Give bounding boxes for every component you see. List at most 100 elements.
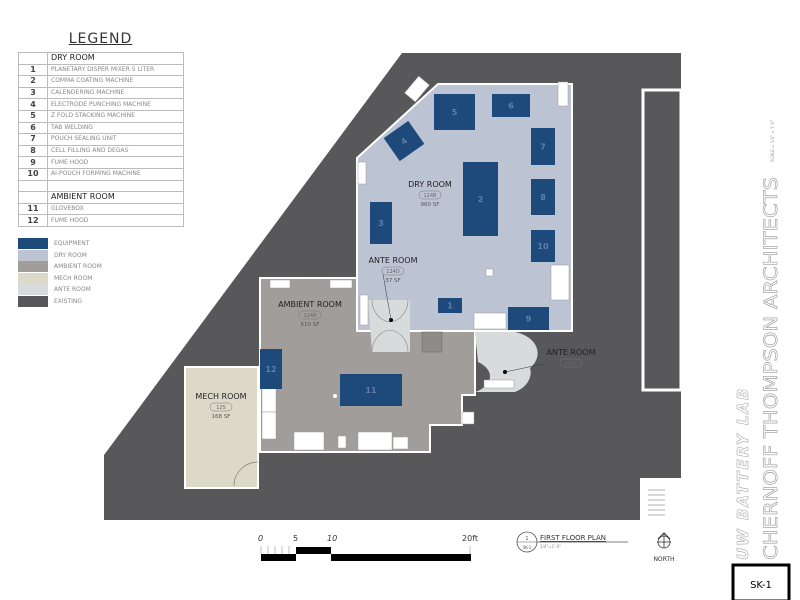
equipment-number: 1: [447, 302, 453, 311]
mech-door-swing: [233, 461, 259, 487]
equipment-11: 11: [340, 374, 402, 406]
equipment-9: 9: [508, 307, 549, 330]
color-swatch: [18, 272, 48, 284]
drawing-title-text: FIRST FLOOR PLAN: [540, 534, 606, 542]
scale-tick-0: 0: [258, 534, 263, 543]
equipment-box: [370, 202, 392, 244]
fixtures: [261, 75, 570, 451]
legend-number: 12: [18, 214, 48, 227]
room-label-ante_d: ANTE ROOM 124D 37 SF: [369, 256, 418, 284]
mech-room: [184, 366, 259, 489]
sheet-number: SK-1: [750, 580, 772, 591]
existing-corridor-frame: [641, 88, 683, 392]
room-number: 124C: [564, 361, 578, 367]
equipment-number: 7: [540, 143, 546, 152]
room-label-mech: MECH ROOM 125 168 SF: [195, 392, 246, 420]
equipment-box: [492, 94, 530, 117]
equipment-5: 5: [434, 94, 475, 130]
color-key-item: AMBIENT ROOM: [18, 261, 102, 273]
sheet-number-box: [731, 563, 791, 600]
room-name: MECH ROOM: [195, 392, 246, 401]
legend-label: FUME HOOD: [47, 214, 184, 227]
room-tag: [298, 310, 322, 320]
equipment-8: 8: [531, 179, 555, 215]
equipment-number: 8: [540, 193, 546, 202]
equipment-12: 12: [260, 349, 282, 389]
equipment-1: 1: [438, 298, 462, 313]
color-key-item: MECH ROOM: [18, 272, 92, 284]
legend-row-blank: [18, 179, 184, 193]
room-name: DRY ROOM: [408, 180, 452, 189]
color-swatch: [18, 284, 48, 296]
room-area: 37 SF: [385, 278, 400, 284]
equipment-box: [434, 94, 475, 130]
legend-label: AI-POUCH FORMING MACHINE: [47, 167, 184, 181]
color-key-item: ANTE ROOM: [18, 284, 91, 296]
legend-label: GLOVEBOX: [47, 202, 184, 216]
legend-number: 7: [18, 133, 48, 146]
equipment-number: 11: [365, 386, 377, 395]
floor-drain: [333, 394, 337, 398]
legend-number: 10: [18, 167, 48, 181]
drawing-scale: 1/4"=1'-0": [540, 544, 561, 549]
equipment-box: [340, 374, 402, 406]
room-name: AMBIENT ROOM: [278, 300, 342, 309]
ante-room-124c: [475, 332, 538, 392]
equipment-4: 4: [383, 120, 425, 162]
equipment-box: [508, 307, 549, 330]
north-label: NORTH: [653, 556, 674, 563]
room-tag: [209, 402, 233, 412]
ante-room-124d: [368, 300, 410, 352]
room-label-ante_c: ANTE ROOM 124C 37 SF: [547, 348, 596, 376]
equipment-box: [383, 120, 425, 162]
equipment-10: 10: [531, 230, 555, 262]
room-area: 37 SF: [563, 370, 578, 376]
legend-label: POUCH SEALING UNIT: [47, 133, 184, 146]
room-number: 124D: [386, 269, 400, 275]
legend-title-text: LEGEND: [68, 31, 133, 47]
equipment-number: 9: [526, 315, 532, 324]
legend-row: AMBIENT ROOM: [18, 191, 184, 204]
equipment-number: 3: [378, 219, 384, 228]
room-number: 125: [216, 405, 226, 411]
room-area: 510 SF: [301, 322, 320, 328]
color-key-label: AMBIENT ROOM: [54, 263, 102, 271]
room-tag: [381, 266, 405, 276]
color-key-label: EQUIPMENT: [54, 240, 90, 248]
equipment-number: 10: [537, 242, 549, 251]
scale-tick-5: 5: [293, 534, 298, 543]
legend-label: FUME HOOD: [47, 156, 184, 169]
color-key-item: DRY ROOM: [18, 249, 87, 261]
room-area: 960 SF: [421, 202, 440, 208]
equipment-box: [531, 179, 555, 215]
legend-number: 8: [18, 144, 48, 158]
equipment-6: 6: [492, 94, 530, 117]
ante-door-swings: [371, 299, 409, 353]
equipment-3: 3: [370, 202, 392, 244]
legend-label: CELL FILLING AND DEGAS: [47, 144, 184, 158]
equipment-number: 4: [399, 136, 409, 147]
legend-title: LEGEND: [18, 31, 183, 47]
leader-line: [504, 363, 544, 373]
legend-label: TAB WELDING: [47, 121, 184, 135]
equipment-7: 7: [531, 128, 555, 165]
room-name: ANTE ROOM: [547, 348, 596, 357]
room-label-dry: DRY ROOM 124B 960 SF: [408, 180, 452, 208]
equipment-number: 12: [265, 365, 276, 374]
shaft: [421, 331, 443, 353]
scale-bar: 0 5 10 20ft: [258, 534, 478, 561]
room-name: ANTE ROOM: [369, 256, 418, 265]
color-key-label: DRY ROOM: [54, 251, 87, 259]
room-number: 124A: [304, 313, 318, 319]
color-swatch: [18, 261, 48, 273]
color-swatch: [18, 249, 48, 261]
